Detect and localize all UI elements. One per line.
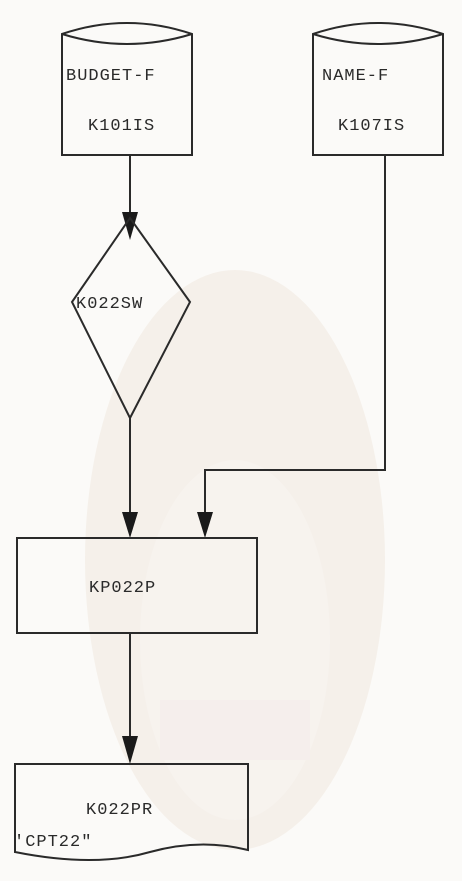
name-file-node: NAME-F K107IS [312, 22, 444, 156]
arrowhead-into-process-left [122, 512, 138, 538]
name-file-cylinder [312, 22, 444, 156]
budget-file-id: K101IS [88, 117, 155, 136]
report-output-label: K022PR [86, 801, 153, 820]
name-file-name: NAME-F [322, 67, 389, 86]
budget-file-name: BUDGET-F [66, 67, 156, 86]
watermark-seal [85, 270, 385, 850]
sort-step-label: K022SW [76, 295, 143, 314]
report-document-shape [14, 763, 249, 861]
budget-file-cylinder [61, 22, 193, 156]
process-step-node: KP022P [16, 537, 258, 634]
name-file-id: K107IS [338, 117, 405, 136]
connector-name-to-process [204, 155, 386, 515]
arrowhead-into-report [122, 736, 138, 764]
arrowhead-into-sort [122, 212, 138, 240]
budget-file-node: BUDGET-F K101IS [61, 22, 193, 156]
report-output-subtitle: 'CPT22" [14, 833, 92, 852]
budget-file-cylinder-rim [61, 33, 193, 45]
process-step-label: KP022P [89, 579, 156, 598]
process-box [16, 537, 258, 634]
report-output-node: K022PR 'CPT22" [14, 763, 249, 861]
name-file-cylinder-rim [312, 33, 444, 45]
arrowhead-into-process-right [197, 512, 213, 538]
